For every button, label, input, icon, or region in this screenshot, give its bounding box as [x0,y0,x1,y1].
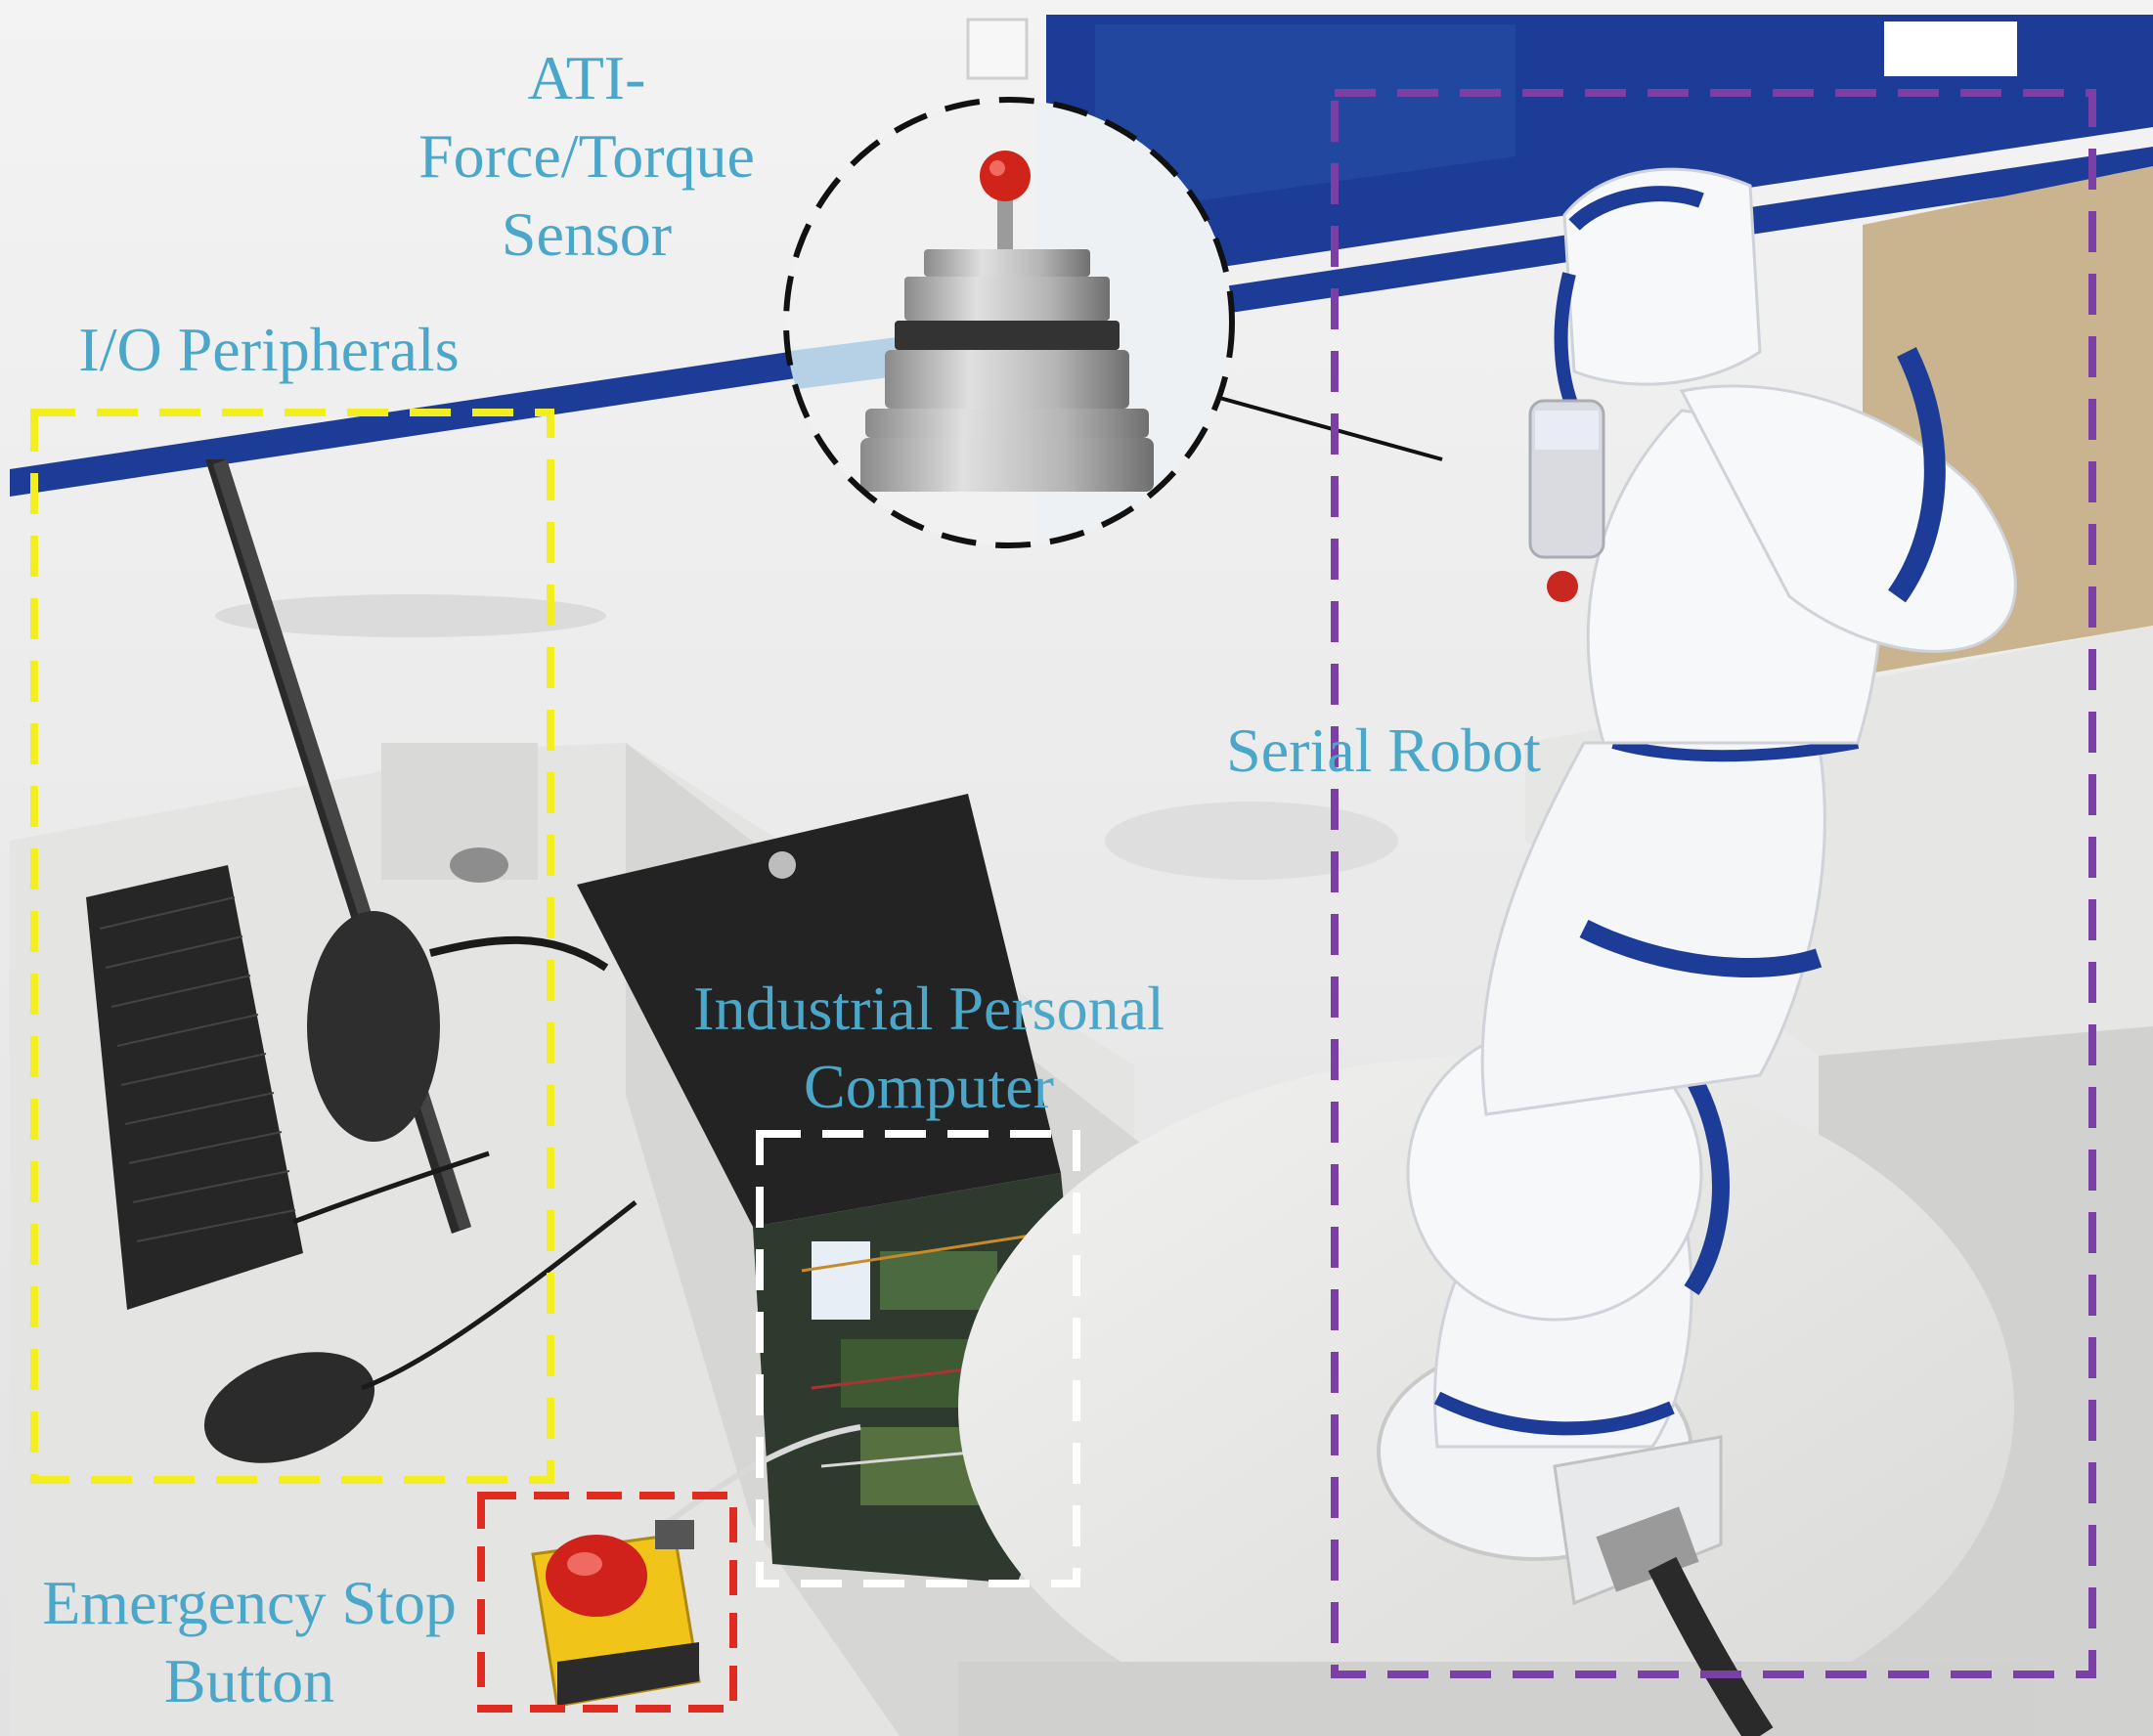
ati-sensor-label: ATI- Force/Torque Sensor [372,39,802,274]
ati-sensor-label-line2: Force/Torque [418,121,755,191]
serial-robot-arm [1406,167,2017,1449]
ipc-label-line1: Industrial Personal [693,974,1164,1043]
mouse-cable [361,1200,637,1391]
sensor-inset-border [783,97,1235,548]
ipc-label: Industrial Personal Computer [665,970,1193,1126]
ipc-lid [577,794,1061,1227]
wall-poster-light [1095,24,1516,215]
ipc-box [756,1130,1080,1587]
emergency-stop-label-line1: Emergency Stop [42,1568,457,1637]
io-peripherals-box [30,409,554,1484]
mouse [203,1352,375,1463]
ati-sensor-label-line3: Sensor [501,199,673,269]
wall-smudge [1105,802,1398,880]
emergency-stop-button [531,1520,701,1708]
monitor-base [307,911,440,1142]
force-torque-sensor [860,151,1154,492]
sensor-leader-line [1194,389,1443,461]
keyboard-keys [99,896,296,1242]
robot-cable [1648,1556,1774,1736]
wall-smudge [215,594,606,637]
table-bottom-shade [958,1662,2034,1736]
keyboard-cable [292,1150,490,1225]
ati-sensor-label-line1: ATI- [527,43,646,112]
wall-outlet [966,18,1029,80]
wall-frame [1880,18,2021,80]
cable-grommet [450,847,508,883]
io-peripherals-label: I/O Peripherals [78,315,460,384]
ipc-internals [801,1230,1057,1505]
emergency-stop-box [477,1492,737,1713]
estop-cable [663,1424,861,1528]
emergency-stop-label-line2: Button [163,1646,335,1715]
ipc-label-line2: Computer [804,1052,1054,1121]
emergency-stop-label: Emergency Stop Button [20,1564,479,1720]
serial-robot-label: Serial Robot [1226,716,1541,785]
robot-box [1331,89,2096,1678]
monitor-cable [429,935,609,972]
robot-base-block [1553,1435,1723,1606]
ipc-lock [769,851,796,879]
